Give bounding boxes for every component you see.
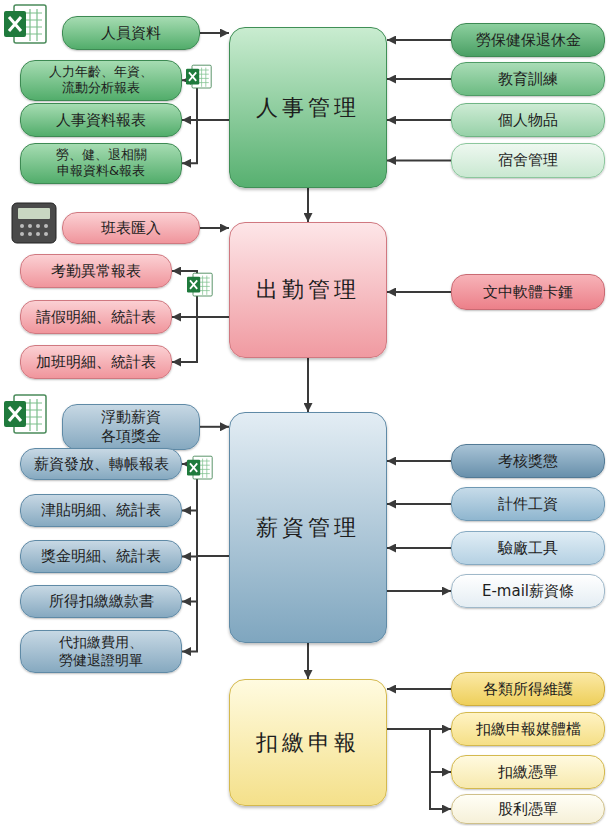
flow-arrow <box>387 547 451 549</box>
flow-arrow <box>182 120 229 163</box>
item-label: 人事資料報表 <box>56 111 146 130</box>
item-label: 教育訓練 <box>498 70 558 89</box>
flow-arrow <box>182 556 229 652</box>
item-box: 津貼明細、統計表 <box>20 494 182 527</box>
module-box: 出勤管理 <box>229 222 387 358</box>
item-label: 人力年齡、年資、 流動分析報表 <box>29 64 173 97</box>
item-box: 扣繳申報媒體檔 <box>451 712 605 746</box>
flow-arrow <box>387 729 451 809</box>
flow-arrow <box>307 643 309 679</box>
item-box: 勞保健保退休金 <box>451 23 605 57</box>
item-label: 計件工資 <box>498 495 558 514</box>
excel-icon <box>4 395 46 433</box>
flow-arrow <box>387 78 451 80</box>
module-box: 人事管理 <box>229 27 387 188</box>
item-label: 請假明細、統計表 <box>36 308 156 327</box>
flow-arrow <box>387 503 451 505</box>
item-label: 個人物品 <box>498 111 558 130</box>
item-label: 考勤異常報表 <box>51 262 141 281</box>
flow-arrow <box>387 39 451 41</box>
module-box: 薪資管理 <box>229 412 387 643</box>
item-box: 班表匯入 <box>62 212 200 244</box>
flow-arrow <box>307 358 309 412</box>
excel-icon <box>4 5 46 43</box>
item-label: 考核獎懲 <box>498 452 558 471</box>
module-label: 扣繳申報 <box>256 728 360 758</box>
flow-arrow <box>172 317 229 362</box>
item-box: 所得扣繳繳款書 <box>20 585 182 618</box>
item-box: 人員資料 <box>62 16 200 50</box>
module-label: 人事管理 <box>256 93 360 123</box>
item-box: 加班明細、統計表 <box>20 345 172 379</box>
flow-arrow <box>387 688 451 690</box>
module-label: 出勤管理 <box>256 275 360 305</box>
item-label: 各類所得維護 <box>483 680 573 699</box>
item-box: 計件工資 <box>451 487 605 521</box>
item-label: 津貼明細、統計表 <box>41 501 161 520</box>
excel-icon <box>186 65 211 88</box>
item-label: 獎金明細、統計表 <box>41 547 161 566</box>
item-label: 驗廠工具 <box>498 539 558 558</box>
item-label: 扣繳憑單 <box>498 763 558 782</box>
item-label: E-mail薪資條 <box>482 582 574 601</box>
flow-arrow <box>182 556 229 602</box>
flow-arrow <box>172 271 229 317</box>
flow-arrow <box>387 160 451 162</box>
excel-icon <box>187 273 212 296</box>
flow-arrow <box>200 32 229 34</box>
item-label: 加班明細、統計表 <box>36 353 156 372</box>
item-label: 薪資發放、轉帳報表 <box>34 455 169 474</box>
flow-arrow <box>182 511 229 557</box>
flow-arrow <box>387 590 451 592</box>
item-label: 扣繳申報媒體檔 <box>476 720 581 739</box>
item-label: 浮動薪資 各項獎金 <box>71 408 191 446</box>
item-box: E-mail薪資條 <box>451 574 605 608</box>
flow-arrow <box>387 119 451 121</box>
time-clock-icon <box>12 203 56 243</box>
item-box: 教育訓練 <box>451 62 605 96</box>
item-box: 考勤異常報表 <box>20 254 172 288</box>
item-box: 各類所得維護 <box>451 672 605 706</box>
item-box: 文中軟體卡鍾 <box>451 274 605 310</box>
item-label: 人員資料 <box>101 24 161 43</box>
module-label: 薪資管理 <box>256 513 360 543</box>
flow-arrow <box>387 291 451 293</box>
item-box: 代扣繳費用、 勞健退證明單 <box>20 630 182 673</box>
module-box: 扣繳申報 <box>229 679 387 806</box>
excel-icon <box>187 456 212 479</box>
flow-arrow <box>387 460 451 462</box>
item-label: 代扣繳費用、 勞健退證明單 <box>29 634 173 669</box>
item-box: 個人物品 <box>451 103 605 137</box>
item-box: 請假明細、統計表 <box>20 300 172 334</box>
flow-arrow <box>307 188 309 222</box>
item-box: 勞、健、退相關 申報資料&報表 <box>20 143 182 184</box>
item-box: 人力年齡、年資、 流動分析報表 <box>20 60 182 101</box>
item-box: 薪資發放、轉帳報表 <box>20 448 182 480</box>
item-box: 股利憑單 <box>451 794 605 824</box>
item-box: 驗廠工具 <box>451 531 605 565</box>
flow-arrow <box>387 729 451 772</box>
item-box: 扣繳憑單 <box>451 755 605 789</box>
flow-arrow <box>200 426 229 428</box>
item-label: 文中軟體卡鍾 <box>483 283 573 302</box>
flow-arrow <box>200 227 229 229</box>
item-label: 所得扣繳繳款書 <box>49 592 154 611</box>
item-box: 人事資料報表 <box>20 103 182 137</box>
item-label: 宿舍管理 <box>498 151 558 170</box>
item-box: 浮動薪資 各項獎金 <box>62 404 200 450</box>
item-label: 班表匯入 <box>101 219 161 238</box>
item-label: 股利憑單 <box>498 800 558 819</box>
item-label: 勞、健、退相關 申報資料&報表 <box>29 147 173 180</box>
item-label: 勞保健保退休金 <box>476 31 581 50</box>
item-box: 宿舍管理 <box>451 143 605 178</box>
item-box: 獎金明細、統計表 <box>20 540 182 573</box>
item-box: 考核獎懲 <box>451 444 605 478</box>
